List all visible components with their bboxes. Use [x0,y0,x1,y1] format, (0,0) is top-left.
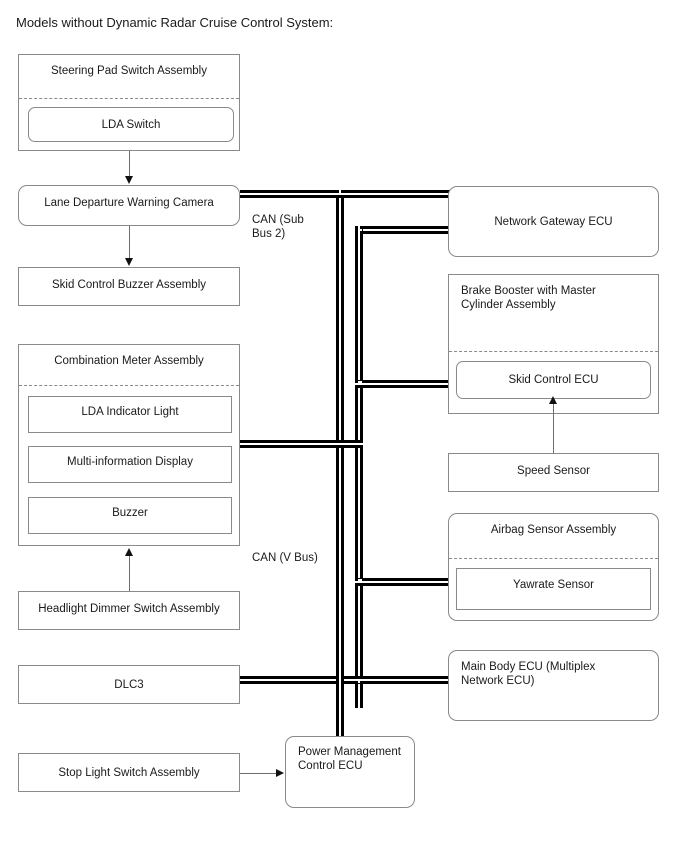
can-sub-bus2-label: CAN (Sub Bus 2) [252,214,304,240]
diagram-title: Models without Dynamic Radar Cruise Cont… [16,15,334,30]
brake-booster-assembly-label: Brake Booster with Master Cylinder Assem… [461,285,596,311]
lane-departure-warning-camera-label: Lane Departure Warning Camera [44,197,214,209]
can-sub-bus2-pm-ecu-drop [336,676,344,736]
yawrate-sensor-box[interactable]: Yawrate Sensor [456,568,651,610]
bus-junction-patch [358,579,362,581]
connector-dimmer-to-meter [129,556,130,592]
dlc3-box[interactable]: DLC3 [18,665,240,704]
airbag-sensor-assembly-label: Airbag Sensor Assembly [490,524,617,536]
lane-departure-warning-camera-box[interactable]: Lane Departure Warning Camera [18,185,240,226]
assembly-divider [449,351,658,352]
network-gateway-ecu-box[interactable]: Network Gateway ECU [448,186,659,257]
yawrate-sensor-label: Yawrate Sensor [513,579,594,591]
network-gateway-ecu-label: Network Gateway ECU [494,215,613,228]
power-management-control-ecu-label: Power Management Control ECU [298,746,401,772]
lda-switch-box[interactable]: LDA Switch [28,107,234,142]
can-v-bus-meter-segment [240,440,363,448]
skid-control-buzzer-assembly-box[interactable]: Skid Control Buzzer Assembly [18,267,240,306]
main-body-ecu-box[interactable]: Main Body ECU (Multiplex Network ECU) [448,650,659,721]
stop-light-switch-assembly-box[interactable]: Stop Light Switch Assembly [18,753,240,792]
multi-information-display-box[interactable]: Multi-information Display [28,446,232,483]
speed-sensor-label: Speed Sensor [517,465,590,477]
can-v-bus-skid-control-segment [355,380,452,388]
assembly-divider [449,558,658,559]
can-bus-dlc3-mainbody-segment [240,676,452,684]
bus-junction-patch [339,443,343,445]
combination-meter-assembly-label: Combination Meter Assembly [54,355,204,367]
can-sub-bus2-vertical-trunk [336,198,344,708]
bus-junction-patch [358,229,362,231]
can-v-bus-airbag-segment [355,578,452,586]
can-sub-bus2-top-segment [240,190,452,198]
skid-control-buzzer-assembly-label: Skid Control Buzzer Assembly [51,279,207,291]
assembly-divider [19,385,239,386]
can-v-bus-label: CAN (V Bus) [252,552,318,564]
arrow-steering-to-camera [125,176,133,184]
buzzer-label: Buzzer [112,507,148,519]
connector-camera-to-buzzer [129,226,130,260]
lda-switch-label: LDA Switch [101,118,161,131]
can-v-bus-vertical-trunk [355,226,363,708]
buzzer-box[interactable]: Buzzer [28,497,232,534]
bus-junction-patch [358,381,362,383]
power-management-control-ecu-box[interactable]: Power Management Control ECU [285,736,415,808]
skid-control-ecu-box[interactable]: Skid Control ECU [456,361,651,399]
bus-junction-patch [358,679,360,683]
headlight-dimmer-switch-assembly-box[interactable]: Headlight Dimmer Switch Assembly [18,591,240,630]
stop-light-switch-assembly-label: Stop Light Switch Assembly [58,766,200,779]
skid-control-ecu-label: Skid Control ECU [508,374,599,386]
arrow-stoplight-to-pmecu [276,769,284,777]
bus-junction-patch [339,190,341,194]
multi-information-display-label: Multi-information Display [67,456,193,468]
assembly-divider [19,98,239,99]
speed-sensor-box[interactable]: Speed Sensor [448,453,659,492]
arrow-speed-sensor-to-skid-ecu [549,396,557,404]
steering-pad-switch-assembly-label: Steering Pad Switch Assembly [51,65,207,77]
connector-steering-to-camera [129,151,130,178]
headlight-dimmer-switch-assembly-label: Headlight Dimmer Switch Assembly [38,603,220,615]
dlc3-label: DLC3 [114,678,144,691]
lda-indicator-light-box[interactable]: LDA Indicator Light [28,396,232,433]
connector-speed-sensor-to-skid-ecu [553,404,554,454]
arrow-camera-to-buzzer [125,258,133,266]
connector-stoplight-to-pmecu [240,773,278,774]
arrow-dimmer-to-meter [125,548,133,556]
can-v-bus-gateway-segment [355,226,452,234]
main-body-ecu-label: Main Body ECU (Multiplex Network ECU) [461,661,596,687]
lda-indicator-light-label: LDA Indicator Light [81,406,179,418]
